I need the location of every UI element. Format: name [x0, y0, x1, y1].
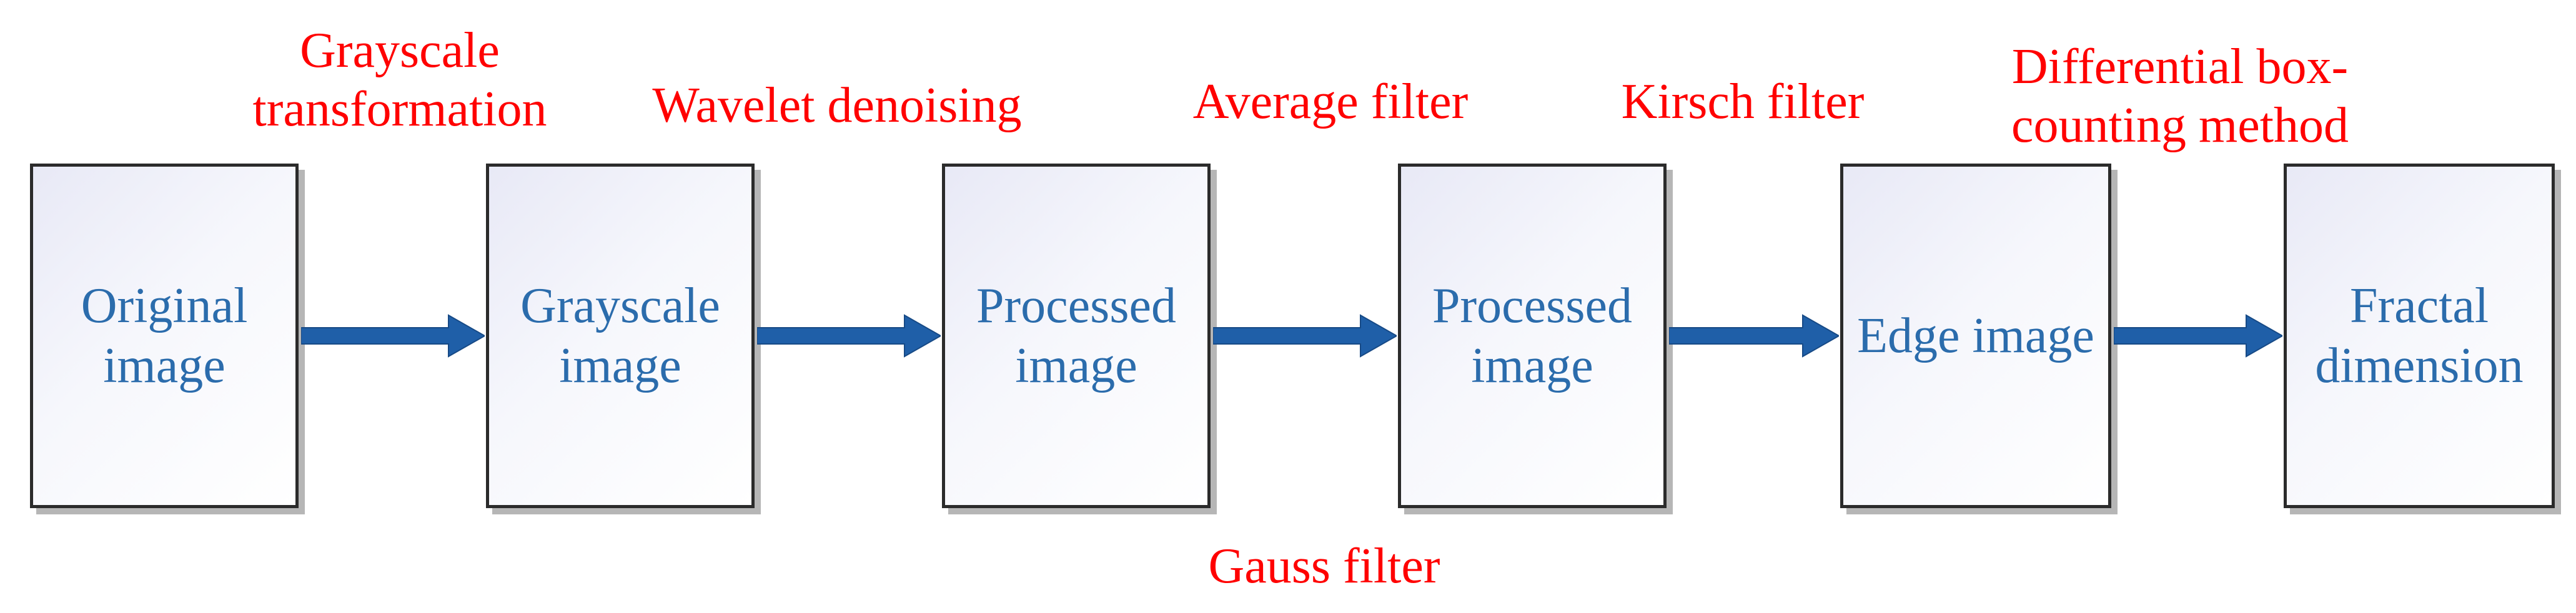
arrow-3	[1213, 314, 1397, 358]
average-filter-label: Average filter	[1192, 74, 1469, 129]
gauss-filter-label: Gauss filter	[1208, 539, 1440, 594]
original-image-box: Original image	[30, 164, 299, 508]
wavelet-denoising-label: Wavelet denoising	[652, 78, 1022, 133]
arrow-1	[301, 314, 485, 358]
original-image-label: Original image	[81, 278, 248, 393]
processed-image-box-1: Processed image	[942, 164, 1211, 508]
grayscale-image-label: Grayscale image	[520, 278, 720, 393]
edge-image-label: Edge image	[1857, 308, 2094, 363]
arrow-5	[2114, 314, 2282, 358]
processed-image-label-1: Processed image	[976, 278, 1176, 393]
arrow-4	[1669, 314, 1839, 358]
grayscale-image-box: Grayscale image	[486, 164, 755, 508]
edge-image-box: Edge image	[1840, 164, 2111, 508]
arrow-2	[757, 314, 941, 358]
differential-box-counting-label: Differential box- counting method	[2011, 39, 2349, 153]
fractal-dimension-label: Fractal dimension	[2315, 278, 2524, 393]
processed-image-box-2: Processed image	[1398, 164, 1667, 508]
processed-image-label-2: Processed image	[1432, 278, 1632, 393]
kirsch-filter-label: Kirsch filter	[1621, 74, 1865, 129]
grayscale-transformation-label: Grayscale transformation	[252, 23, 547, 137]
fractal-dimension-box: Fractal dimension	[2284, 164, 2555, 508]
